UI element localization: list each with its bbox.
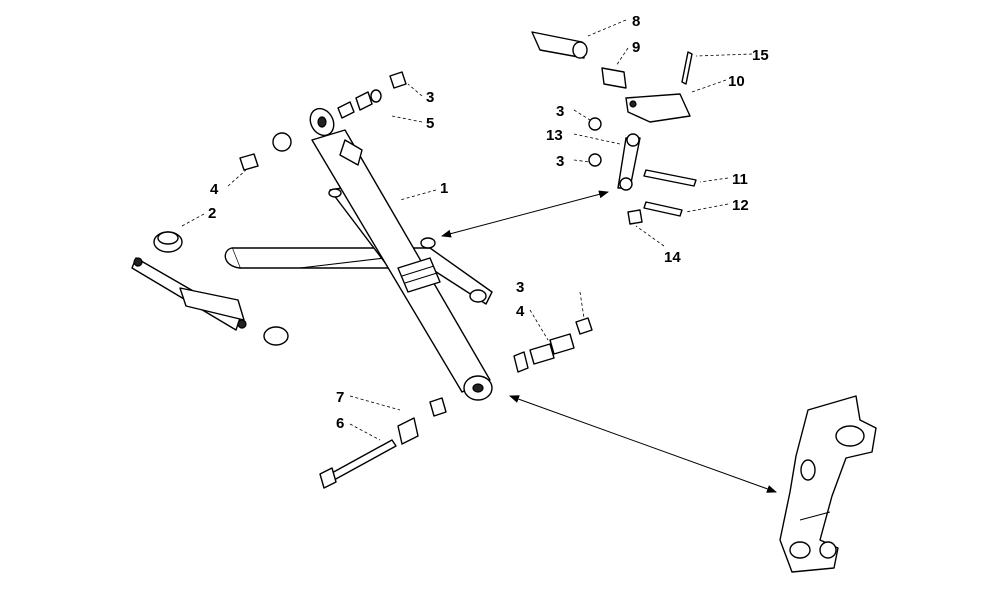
- callout-8: 8: [632, 13, 640, 30]
- callout-11: 11: [732, 171, 748, 188]
- arrow-shock-to-link: [441, 190, 609, 238]
- callout-7: 7: [336, 389, 344, 406]
- upper-hardware: [239, 71, 407, 171]
- callout-4a: 4: [210, 181, 219, 198]
- sway-bar-link-assembly: [531, 31, 697, 225]
- steering-arm: [131, 231, 289, 346]
- spindle: [779, 395, 877, 573]
- callout-1: 1: [440, 180, 448, 197]
- callout-12: 12: [732, 197, 749, 214]
- callout-9: 9: [632, 39, 640, 56]
- callout-3a: 3: [426, 89, 434, 106]
- leader-lines: [181, 19, 753, 441]
- callout-3d: 3: [556, 153, 564, 170]
- callout-2: 2: [208, 205, 216, 222]
- callout-10: 10: [728, 73, 745, 90]
- lower-hardware: [319, 317, 593, 489]
- callout-6: 6: [336, 415, 344, 432]
- shock-absorber: [309, 107, 493, 401]
- callout-3b: 3: [516, 279, 524, 296]
- callout-15: 15: [752, 47, 769, 64]
- callout-4b: 4: [516, 303, 525, 320]
- callout-13: 13: [546, 127, 563, 144]
- callout-3c: 3: [556, 103, 564, 120]
- callout-14: 14: [664, 249, 681, 266]
- callout-5: 5: [426, 115, 434, 132]
- arrow-shock-to-spindle: [509, 395, 777, 493]
